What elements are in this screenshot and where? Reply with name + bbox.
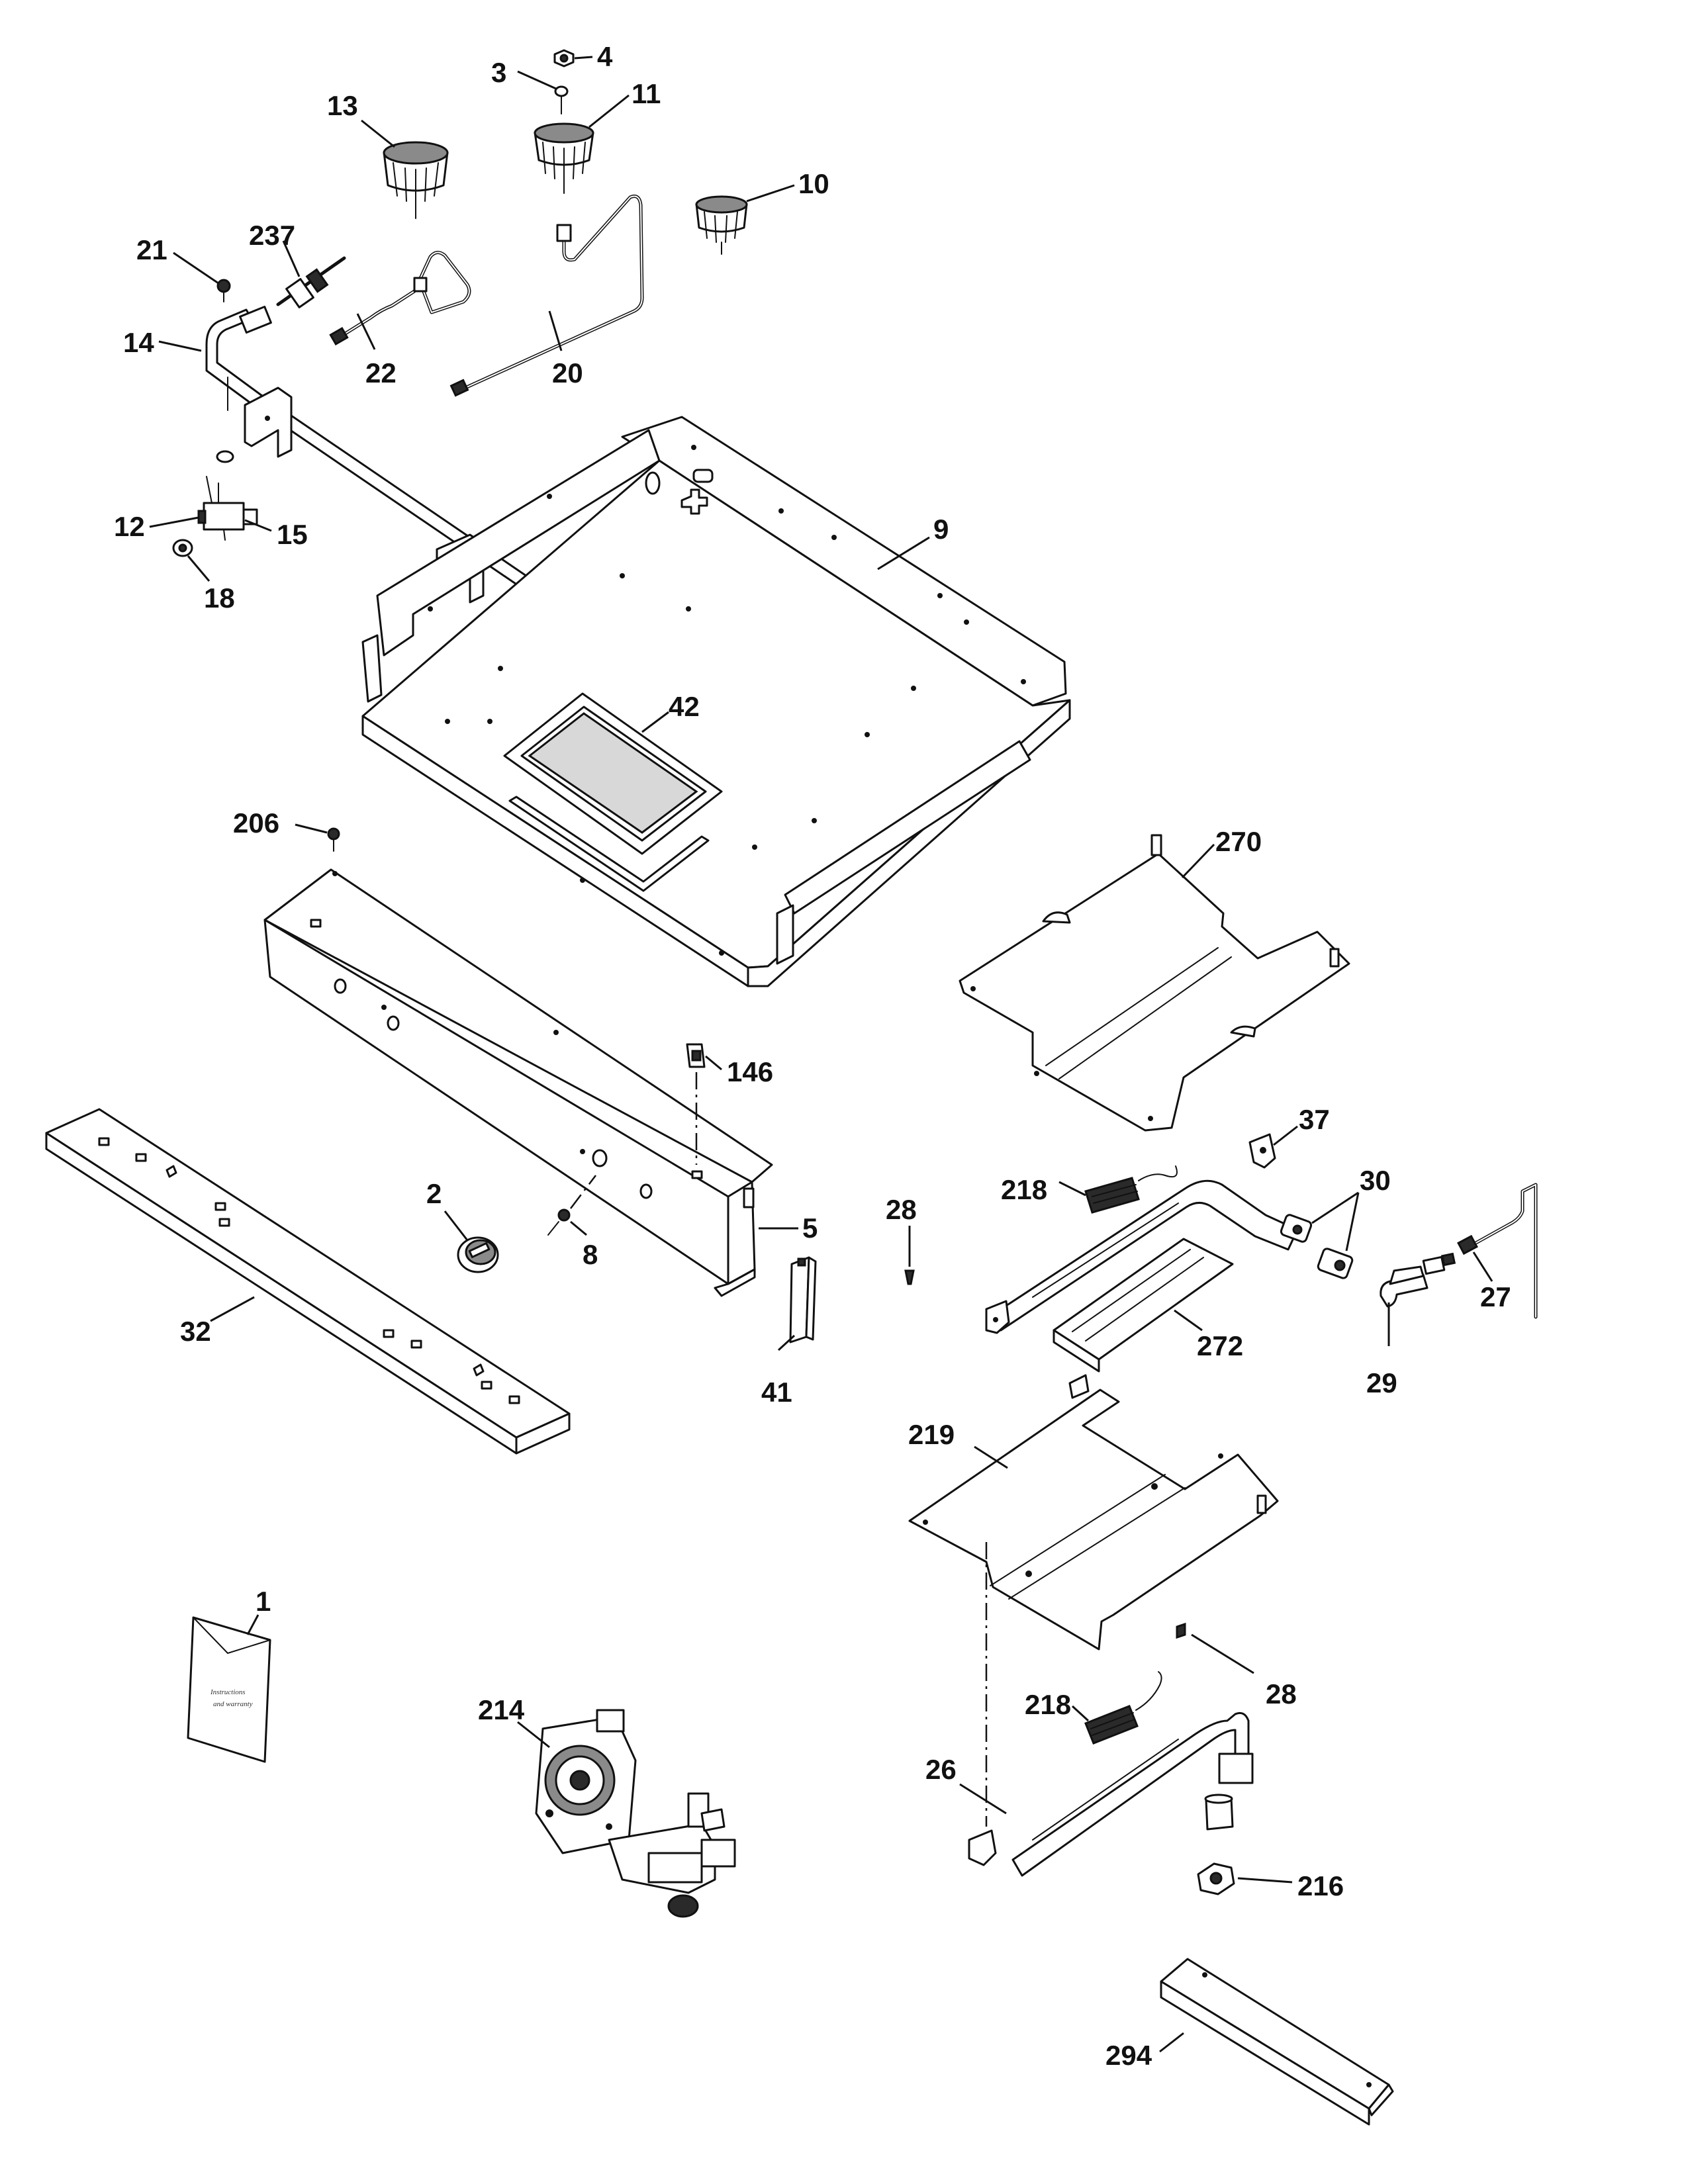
part-8-screw [547, 1175, 596, 1236]
callout-272: 272 [1197, 1330, 1243, 1361]
part-22-gas-tube [329, 251, 471, 345]
part-18-nut [172, 539, 193, 557]
callout-42: 42 [669, 691, 700, 722]
callout-labels: 4 3 11 13 10 21 237 14 22 20 12 15 18 9 … [114, 41, 1511, 2071]
part-29-elbow [1380, 1252, 1456, 1308]
callout-5: 5 [802, 1212, 818, 1244]
part-26-oven-burner [968, 1542, 1254, 1877]
callout-206: 206 [233, 807, 279, 839]
part-32-trim-strip [45, 1108, 571, 1455]
callout-28-upper: 28 [886, 1194, 917, 1225]
part-1-literature-bag: Instructions and warranty [187, 1616, 271, 1763]
callout-15: 15 [277, 519, 308, 550]
part-41-side-trim [789, 1256, 817, 1343]
callout-237: 237 [249, 220, 295, 251]
callout-32: 32 [180, 1316, 211, 1347]
part-37-bracket [1248, 1133, 1276, 1169]
part-146-clip [686, 1043, 706, 1165]
part-28-screw-lower [1176, 1622, 1186, 1639]
part-272-burner-baffle [1053, 1238, 1234, 1373]
callout-21: 21 [136, 234, 167, 265]
callout-28-lower: 28 [1266, 1678, 1297, 1709]
callout-14: 14 [123, 327, 154, 358]
part-216-nut [1197, 1862, 1235, 1895]
callout-37: 37 [1299, 1104, 1330, 1135]
part-219-burner-shield [908, 1374, 1279, 1651]
callout-4: 4 [597, 41, 613, 72]
callout-1: 1 [256, 1586, 271, 1617]
callout-10: 10 [798, 168, 829, 199]
callout-218-lower: 218 [1025, 1689, 1071, 1720]
callout-27: 27 [1480, 1281, 1511, 1312]
callout-2: 2 [426, 1178, 442, 1209]
callout-13: 13 [327, 90, 358, 121]
callout-218-upper: 218 [1001, 1174, 1047, 1205]
part-27-gas-tube [1457, 1183, 1538, 1319]
svg-text:Instructions: Instructions [210, 1688, 246, 1696]
callout-22: 22 [365, 357, 397, 388]
part-218-igniter-upper [1084, 1165, 1178, 1214]
part-21-screw [216, 279, 231, 302]
part-orifice-holder [1204, 1794, 1234, 1831]
part-294-bracket [1160, 1958, 1394, 2126]
part-2-knob [457, 1236, 499, 1273]
callout-20: 20 [552, 357, 583, 388]
part-218-igniter-lower [1084, 1671, 1162, 1745]
part-20-gas-tube [449, 195, 644, 397]
callout-214: 214 [478, 1694, 525, 1725]
leader-lines [149, 56, 1493, 2053]
callout-294: 294 [1105, 2040, 1152, 2071]
part-9-burner-box [361, 416, 1071, 987]
callout-26: 26 [925, 1754, 957, 1785]
part-5-manifold-panel [263, 868, 773, 1297]
callout-8: 8 [583, 1239, 598, 1270]
part-upper-broil-burner [985, 1179, 1299, 1334]
part-3-washer [554, 85, 569, 114]
part-11-burner-head [534, 122, 594, 194]
part-28-screw-upper [904, 1269, 915, 1285]
callout-9: 9 [933, 514, 949, 545]
svg-text:and warranty: and warranty [213, 1700, 253, 1708]
part-10-burner-head [695, 195, 748, 255]
part-4-nut [553, 49, 575, 68]
callout-219: 219 [908, 1419, 955, 1450]
callout-146: 146 [727, 1056, 773, 1087]
callout-3: 3 [491, 57, 506, 88]
callout-216: 216 [1297, 1870, 1344, 1901]
part-206-screw [327, 827, 340, 852]
callout-18: 18 [204, 582, 235, 614]
callout-29: 29 [1366, 1367, 1397, 1398]
part-14-washer [216, 450, 234, 463]
callout-30: 30 [1360, 1165, 1391, 1196]
part-12-valve [197, 476, 258, 541]
part-214-regulator [535, 1709, 736, 1918]
callout-270: 270 [1215, 826, 1262, 857]
callout-12: 12 [114, 511, 145, 542]
callout-41: 41 [761, 1377, 792, 1408]
part-270-shield [959, 834, 1350, 1132]
part-13-burner-head [383, 141, 449, 219]
part-30-clamps [1280, 1214, 1354, 1279]
part-42-burner-cover [503, 692, 723, 892]
part-14-manifold [205, 305, 555, 617]
callout-11: 11 [632, 78, 661, 109]
part-237-orifice [276, 256, 346, 308]
